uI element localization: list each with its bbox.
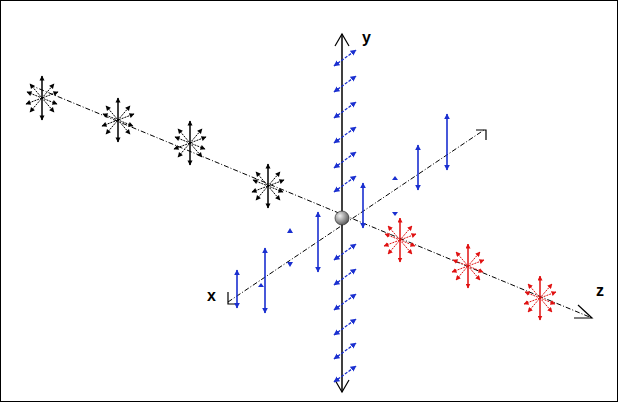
polarized-light-y (334, 50, 356, 382)
axis-label: z (596, 283, 604, 299)
axis-label: y (362, 30, 371, 46)
scatterer (335, 211, 349, 225)
axis-label: x (207, 288, 216, 304)
unpolarized-light (26, 76, 284, 208)
axes (30, 34, 592, 392)
transmitted-light (384, 218, 556, 320)
polarized-light-x (237, 114, 447, 313)
